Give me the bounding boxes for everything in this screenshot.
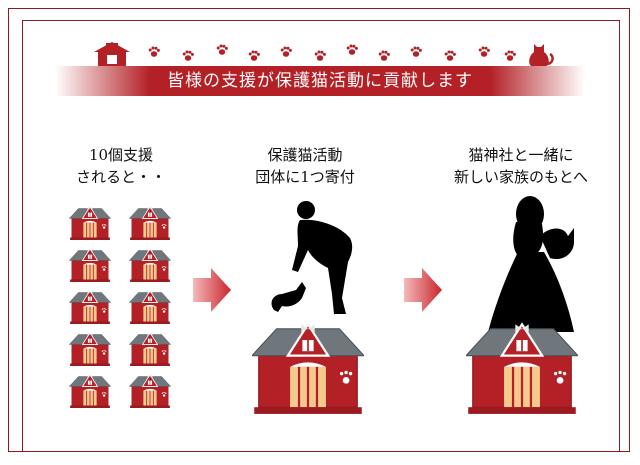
step-3-heading: 猫神社と一緒に 新しい家族のもとへ (446, 144, 596, 188)
paw-icon (378, 50, 390, 61)
headline-banner: 皆様の支援が保護猫活動に貢献します (55, 66, 585, 96)
paw-icon (444, 50, 456, 61)
arrow-right-icon (404, 268, 442, 312)
step-3-line-2: 新しい家族のもとへ (454, 168, 588, 186)
paw-icon (314, 50, 326, 61)
step-2-heading: 保護猫活動 団体に1つ寄付 (240, 144, 370, 188)
volunteer-with-cat-silhouette (271, 201, 353, 314)
mini-house-icon (128, 206, 172, 240)
step-1-line-1: 10個支援 (88, 146, 154, 164)
step-3-line-1: 猫神社と一緒に (468, 146, 574, 164)
step-2-line-2: 団体に1つ寄付 (255, 168, 355, 186)
mini-house-icon (68, 374, 112, 408)
step-1-heading: 10個支援 されると・・ (56, 144, 186, 188)
mini-house-icon (128, 374, 172, 408)
paw-icon (346, 44, 358, 55)
mini-house-icon (68, 290, 112, 324)
cat-icon (529, 44, 554, 66)
headline-text: 皆様の支援が保護猫活動に貢献します (167, 71, 473, 91)
step-2-line-1: 保護猫活動 (267, 146, 343, 164)
paw-icon (182, 50, 194, 61)
paw-icon (248, 50, 260, 61)
house-icon (94, 42, 130, 66)
mini-house-icon (128, 290, 172, 324)
paw-icon (504, 50, 516, 61)
cat-house-icon (466, 323, 578, 414)
mini-house-icon (68, 248, 112, 282)
mini-house-icon (128, 332, 172, 366)
paw-icon (478, 46, 490, 57)
paw-trail (148, 44, 518, 64)
paw-icon (280, 46, 292, 57)
mini-house-icon (128, 248, 172, 282)
step-1-line-2: されると・・ (75, 168, 166, 186)
inner-frame (22, 20, 620, 452)
mini-house-icon (68, 332, 112, 366)
cat-house-icon (252, 323, 364, 414)
paw-icon (410, 46, 422, 57)
mini-house-icon (68, 206, 112, 240)
arrow-right-icon (193, 268, 231, 312)
paw-icon (148, 46, 160, 57)
paw-icon (216, 44, 228, 55)
adopter-with-cat-silhouette (488, 196, 574, 332)
